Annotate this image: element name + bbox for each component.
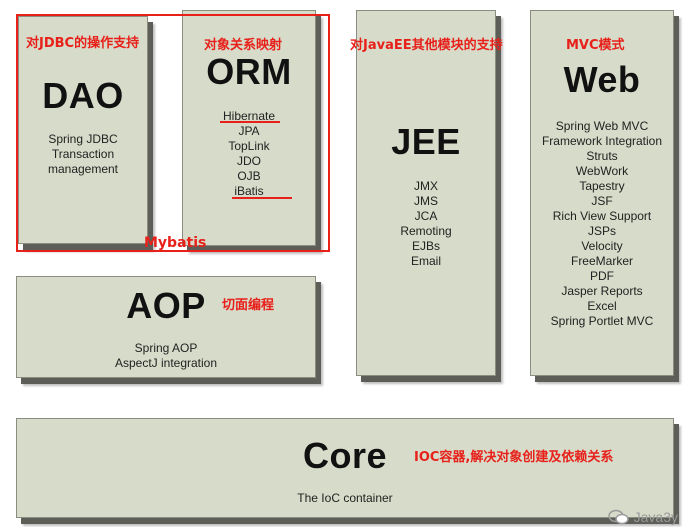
ibatis-underline bbox=[232, 197, 292, 199]
hibernate-underline bbox=[220, 121, 280, 123]
dao-title: DAO bbox=[42, 75, 124, 116]
web-item: Rich View Support bbox=[552, 209, 652, 223]
dao-module-box: DAO Spring JDBC Transaction management bbox=[18, 16, 148, 244]
aop-item: AspectJ integration bbox=[114, 356, 218, 370]
web-item: Velocity bbox=[581, 239, 623, 253]
web-item: Struts bbox=[586, 149, 618, 163]
aop-module-box: AOP Spring AOP AspectJ integration bbox=[16, 276, 316, 378]
jee-items: JMX JMS JCA Remoting EJBs Email bbox=[357, 179, 495, 269]
dao-annotation: 对JDBC的操作支持 bbox=[26, 36, 140, 51]
web-item: JSF bbox=[591, 194, 613, 208]
wechat-icon bbox=[607, 509, 629, 525]
jee-module-box: JEE JMX JMS JCA Remoting EJBs Email bbox=[356, 10, 496, 376]
web-title: Web bbox=[563, 59, 641, 100]
jee-item: JMX bbox=[414, 179, 438, 193]
core-title: Core bbox=[302, 435, 388, 476]
web-item: Excel bbox=[587, 299, 617, 313]
dao-item: Spring JDBC bbox=[48, 132, 118, 146]
orm-item: JDO bbox=[237, 154, 261, 168]
dao-item: Transaction bbox=[51, 147, 115, 161]
web-module-box: Web Spring Web MVC Framework Integration… bbox=[530, 10, 674, 376]
core-annotation: IOC容器,解决对象创建及依赖关系 bbox=[414, 450, 614, 465]
highlight-frame bbox=[16, 14, 330, 252]
aop-annotation: 切面编程 bbox=[222, 298, 275, 313]
web-item: FreeMarker bbox=[570, 254, 633, 268]
aop-items: Spring AOP AspectJ integration bbox=[17, 341, 315, 371]
jee-item: EJBs bbox=[411, 239, 440, 253]
core-module-box: Core The IoC container bbox=[16, 418, 674, 518]
web-item: Framework Integration bbox=[541, 134, 663, 148]
core-items: The IoC container bbox=[17, 491, 673, 506]
orm-item: JPA bbox=[238, 124, 260, 138]
watermark-text: Java3y bbox=[633, 509, 678, 525]
orm-item: Hibernate bbox=[222, 109, 276, 123]
web-item: WebWork bbox=[575, 164, 629, 178]
jee-item: JCA bbox=[414, 209, 438, 223]
jee-annotation: 对JavaEE其他模块的支持 bbox=[350, 38, 503, 53]
web-item: Spring Web MVC bbox=[555, 119, 649, 133]
aop-title: AOP bbox=[126, 285, 206, 326]
jee-title: JEE bbox=[391, 121, 461, 162]
core-item: The IoC container bbox=[297, 491, 393, 505]
orm-item: TopLink bbox=[228, 139, 270, 153]
dao-item: management bbox=[47, 162, 119, 176]
orm-item: iBatis bbox=[234, 184, 264, 198]
dao-items: Spring JDBC Transaction management bbox=[19, 132, 147, 177]
web-item: JSPs bbox=[587, 224, 616, 238]
web-items: Spring Web MVC Framework Integration Str… bbox=[531, 119, 673, 329]
orm-item: OJB bbox=[237, 169, 261, 183]
jee-item: Remoting bbox=[400, 224, 452, 238]
mybatis-annotation: Mybatis bbox=[144, 235, 207, 251]
orm-annotation: 对象关系映射 bbox=[204, 38, 283, 53]
orm-title: ORM bbox=[206, 51, 292, 92]
aop-item: Spring AOP bbox=[134, 341, 198, 355]
web-annotation: MVC模式 bbox=[566, 38, 625, 53]
web-item: Spring Portlet MVC bbox=[550, 314, 654, 328]
jee-item: JMS bbox=[414, 194, 438, 208]
jee-item: Email bbox=[410, 254, 441, 268]
web-item: Jasper Reports bbox=[561, 284, 643, 298]
watermark: Java3y bbox=[607, 509, 678, 525]
orm-module-box: ORM Hibernate JPA TopLink JDO OJB iBatis bbox=[182, 10, 316, 246]
orm-items: Hibernate JPA TopLink JDO OJB iBatis bbox=[183, 109, 315, 199]
web-item: PDF bbox=[590, 269, 614, 283]
web-item: Tapestry bbox=[579, 179, 625, 193]
